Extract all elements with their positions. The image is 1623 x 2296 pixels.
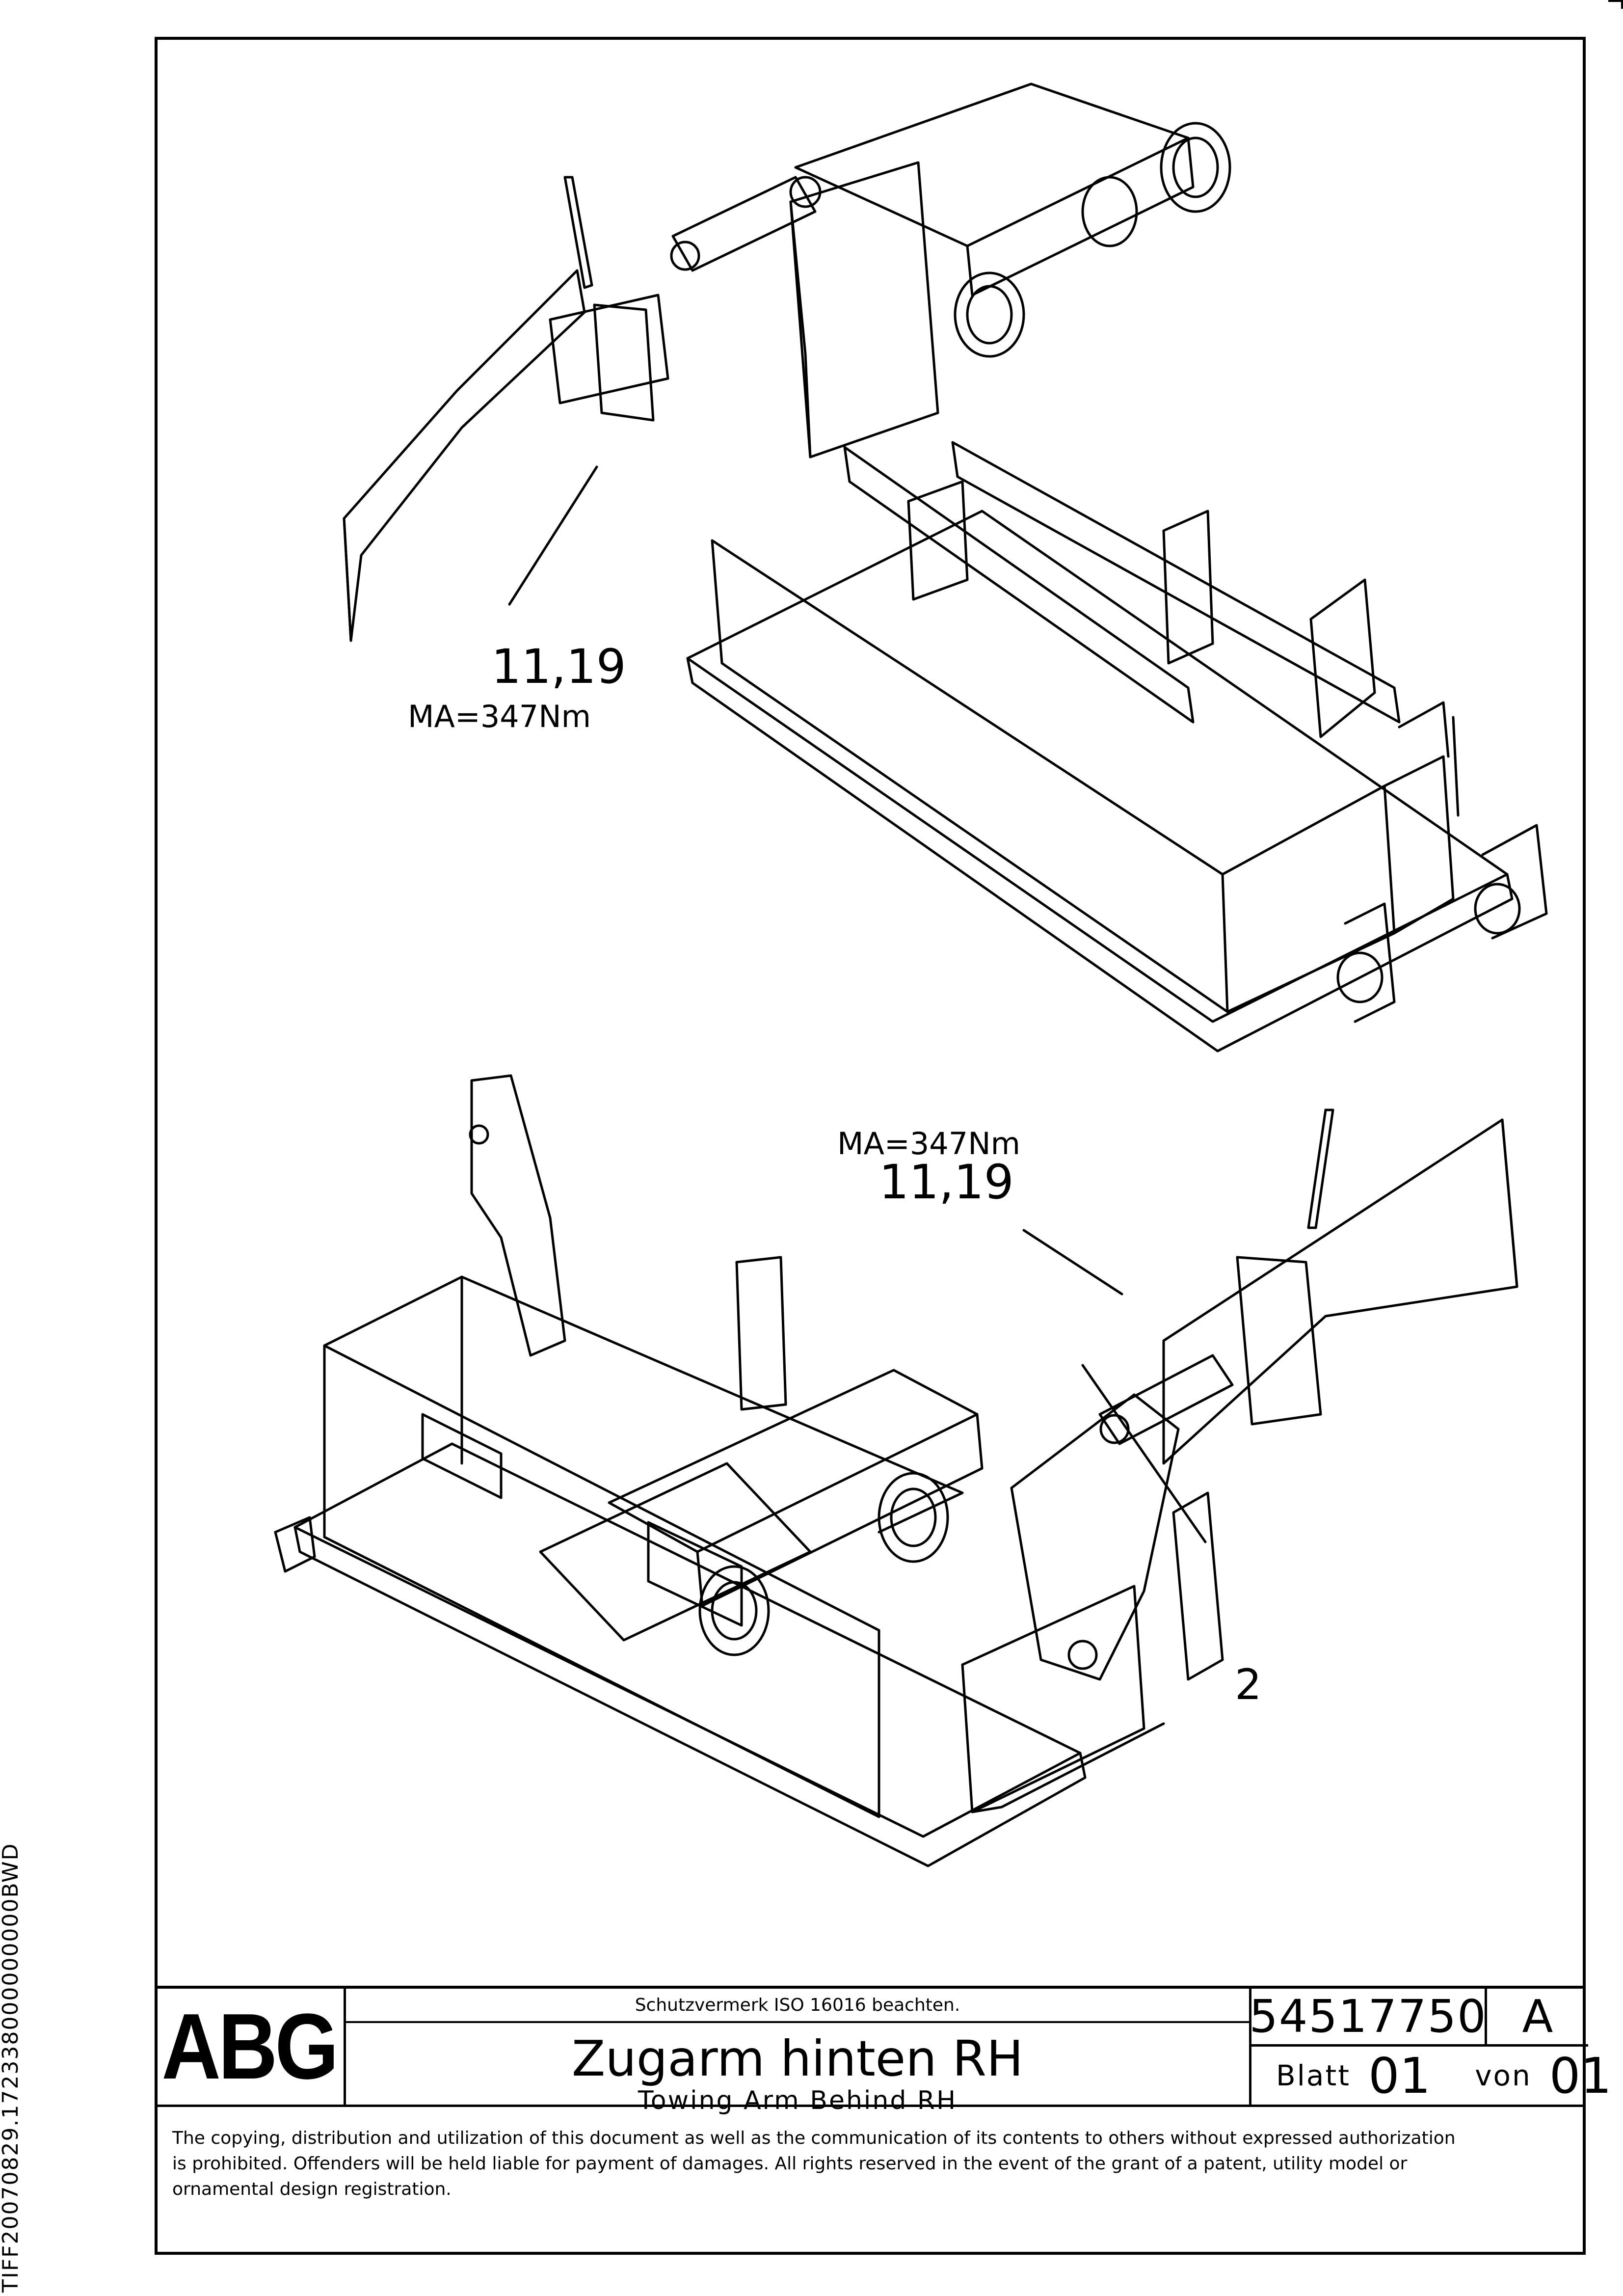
leader-line-upper	[508, 465, 598, 606]
upper-assembly	[343, 82, 1548, 1053]
copyright-notice: The copying, distribution and utilizatio…	[155, 2105, 1586, 2255]
part-number: 54517750	[1249, 1989, 1487, 2047]
sheet-info: Blatt 01 von 01	[1251, 2047, 1612, 2105]
protection-notice: Schutzvermerk ISO 16016 beachten.	[346, 1989, 1249, 2023]
sheet-label: Blatt	[1276, 2059, 1351, 2092]
title-german: Zugarm hinten RH	[571, 2030, 1024, 2087]
logo-cell: ABG	[155, 1989, 346, 2105]
copyright-line: is prohibited. Offenders will be held li…	[172, 2154, 1408, 2174]
copyright-line: The copying, distribution and utilizatio…	[172, 2128, 1456, 2148]
title-block: ABG Schutzvermerk ISO 16016 beachten. Zu…	[155, 1986, 1612, 2116]
callout-part-number: 2	[1235, 1660, 1262, 1709]
leader-line-lower	[1022, 1229, 1123, 1296]
lower-assembly	[274, 1074, 1518, 1867]
corner-mark	[1608, 0, 1623, 9]
callout-upper-torque: MA=347Nm	[408, 699, 591, 734]
callout-lower-number: 11,19	[879, 1155, 1014, 1210]
revision: A	[1487, 1989, 1588, 2047]
company-logo: ABG	[161, 1995, 339, 2099]
sheet-total: 01	[1549, 2047, 1612, 2105]
callout-upper-number: 11,19	[491, 639, 626, 694]
title-english: Towing Arm Behind RH	[638, 2086, 958, 2115]
technical-drawing: 11,19 MA=347Nm MA=347Nm 11,19 2	[158, 40, 1583, 1986]
of-label: von	[1475, 2059, 1532, 2092]
title-cell: Zugarm hinten RH Towing Arm Behind RH	[346, 2023, 1249, 2116]
leader-line-part	[1081, 1364, 1207, 1543]
callout-lower-torque: MA=347Nm	[837, 1126, 1020, 1162]
drawing-frame	[155, 37, 1586, 2255]
side-file-code: TIFF20070829.172338000000000BWD	[0, 1842, 23, 2293]
copyright-line: ornamental design registration.	[172, 2179, 452, 2199]
number-cell: 54517750 A Blatt 01 von 01	[1249, 1989, 1612, 2105]
sheet-number: 01	[1368, 2047, 1431, 2105]
